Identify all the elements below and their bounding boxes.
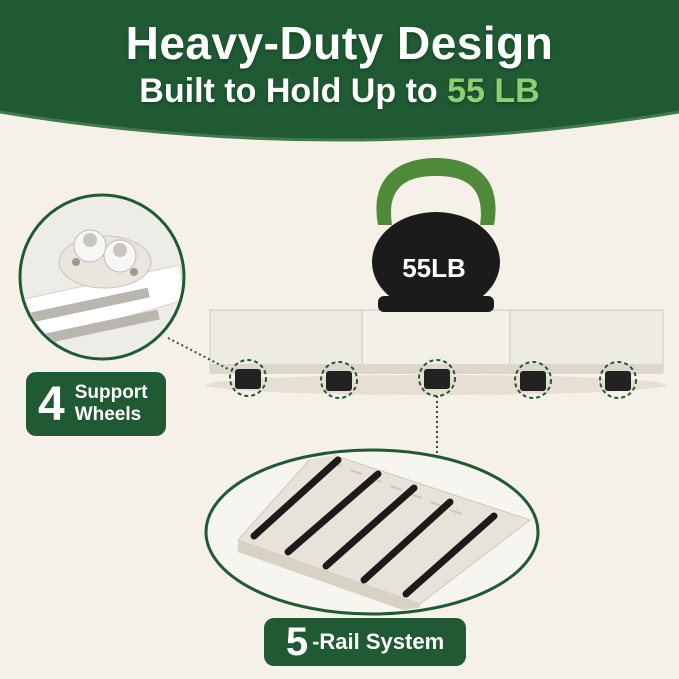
- rails-count: 5: [285, 619, 309, 664]
- wheel: [326, 371, 352, 391]
- wheel-highlight: [229, 359, 267, 397]
- wheels: [229, 359, 637, 399]
- wheels-text-line2: Wheels: [74, 404, 142, 425]
- wheel: [235, 369, 261, 389]
- support-wheels-badge: 4 Support Wheels: [26, 372, 166, 436]
- rails-text: -Rail System: [312, 629, 445, 654]
- wheels-text: Support Wheels: [75, 382, 148, 426]
- rail: [402, 512, 498, 598]
- wheel-highlight: [514, 361, 552, 399]
- subhead: Built to Hold Up to 55 LB: [0, 72, 679, 111]
- headline: Heavy-Duty Design: [125, 17, 554, 69]
- wheels-count: 4: [38, 377, 65, 431]
- rail: [284, 470, 382, 556]
- wheel: [605, 371, 631, 391]
- wheel: [520, 371, 546, 391]
- wheel-zoom: [18, 193, 186, 361]
- wheels-text-line1: Support: [74, 382, 148, 403]
- rails: [250, 456, 498, 598]
- kettlebell: 55LB: [372, 158, 500, 312]
- kettlebell-body: [372, 212, 500, 312]
- rail: [360, 498, 454, 584]
- rail: [322, 484, 418, 570]
- kettlebell-label: 55LB: [402, 253, 466, 283]
- rail-zoom: [204, 448, 540, 616]
- subhead-accent: 55 LB: [447, 72, 540, 110]
- wheel: [424, 369, 450, 389]
- rail-system-badge: 5 -Rail System: [264, 618, 466, 666]
- wheel-highlight: [599, 361, 637, 399]
- kettlebell-handle: [376, 158, 496, 225]
- wheel-highlight: [320, 361, 358, 399]
- header-banner: [0, 0, 679, 150]
- connector-wheels: [167, 337, 231, 371]
- tray: [209, 309, 664, 374]
- subhead-prefix: Built to Hold Up to: [139, 72, 448, 110]
- rail: [250, 456, 342, 540]
- banner-shape: [0, 0, 679, 142]
